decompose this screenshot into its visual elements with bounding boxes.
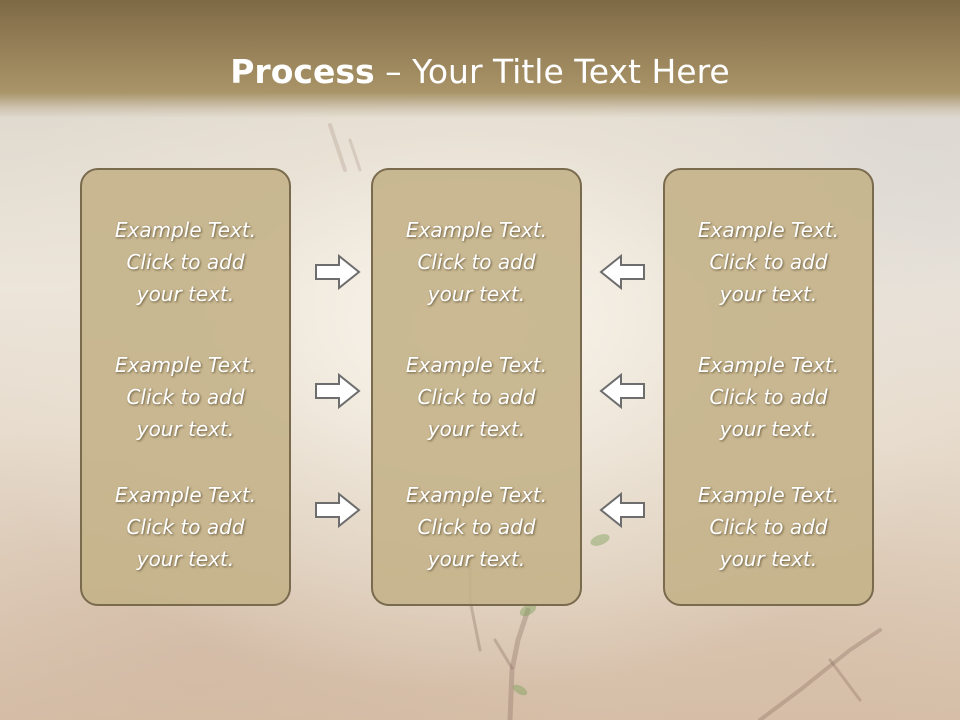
text-placeholder[interactable]: Example Text. Click to add your text.	[82, 479, 289, 575]
text-line: Click to add	[709, 515, 828, 539]
text-line: Click to add	[417, 250, 536, 274]
arrow-left-icon[interactable]	[597, 252, 647, 292]
text-line: your text.	[719, 417, 818, 441]
text-line: Click to add	[417, 385, 536, 409]
text-line: Example Text.	[405, 483, 548, 507]
text-line: Click to add	[126, 385, 245, 409]
text-line: Click to add	[126, 515, 245, 539]
title-bar	[0, 0, 960, 118]
text-line: Click to add	[709, 385, 828, 409]
text-line: Example Text.	[114, 218, 257, 242]
arrow-left-icon[interactable]	[597, 371, 647, 411]
text-line: Example Text.	[405, 218, 548, 242]
process-panel-center[interactable]: Example Text. Click to add your text. Ex…	[371, 168, 582, 606]
text-line: your text.	[136, 282, 235, 306]
text-line: Click to add	[417, 515, 536, 539]
text-line: your text.	[136, 417, 235, 441]
text-placeholder[interactable]: Example Text. Click to add your text.	[665, 214, 872, 310]
slide-title[interactable]: Process – Your Title Text Here	[0, 52, 960, 91]
arrow-right-icon[interactable]	[313, 490, 363, 530]
text-line: your text.	[427, 282, 526, 306]
arrow-right-icon[interactable]	[313, 252, 363, 292]
process-panel-left[interactable]: Example Text. Click to add your text. Ex…	[80, 168, 291, 606]
arrow-right-icon[interactable]	[313, 371, 363, 411]
text-line: your text.	[719, 282, 818, 306]
text-line: your text.	[719, 547, 818, 571]
text-placeholder[interactable]: Example Text. Click to add your text.	[373, 214, 580, 310]
text-line: your text.	[136, 547, 235, 571]
title-text: – Your Title Text Here	[374, 52, 730, 91]
arrow-left-icon[interactable]	[597, 490, 647, 530]
text-placeholder[interactable]: Example Text. Click to add your text.	[373, 479, 580, 575]
text-placeholder[interactable]: Example Text. Click to add your text.	[373, 349, 580, 445]
process-panel-right[interactable]: Example Text. Click to add your text. Ex…	[663, 168, 874, 606]
text-line: Example Text.	[405, 353, 548, 377]
text-line: Click to add	[126, 250, 245, 274]
title-keyword: Process	[230, 52, 375, 91]
text-line: your text.	[427, 417, 526, 441]
text-placeholder[interactable]: Example Text. Click to add your text.	[82, 214, 289, 310]
text-placeholder[interactable]: Example Text. Click to add your text.	[665, 479, 872, 575]
text-line: Example Text.	[697, 218, 840, 242]
text-line: your text.	[427, 547, 526, 571]
text-placeholder[interactable]: Example Text. Click to add your text.	[82, 349, 289, 445]
text-placeholder[interactable]: Example Text. Click to add your text.	[665, 349, 872, 445]
text-line: Example Text.	[697, 353, 840, 377]
text-line: Click to add	[709, 250, 828, 274]
text-line: Example Text.	[697, 483, 840, 507]
text-line: Example Text.	[114, 483, 257, 507]
text-line: Example Text.	[114, 353, 257, 377]
